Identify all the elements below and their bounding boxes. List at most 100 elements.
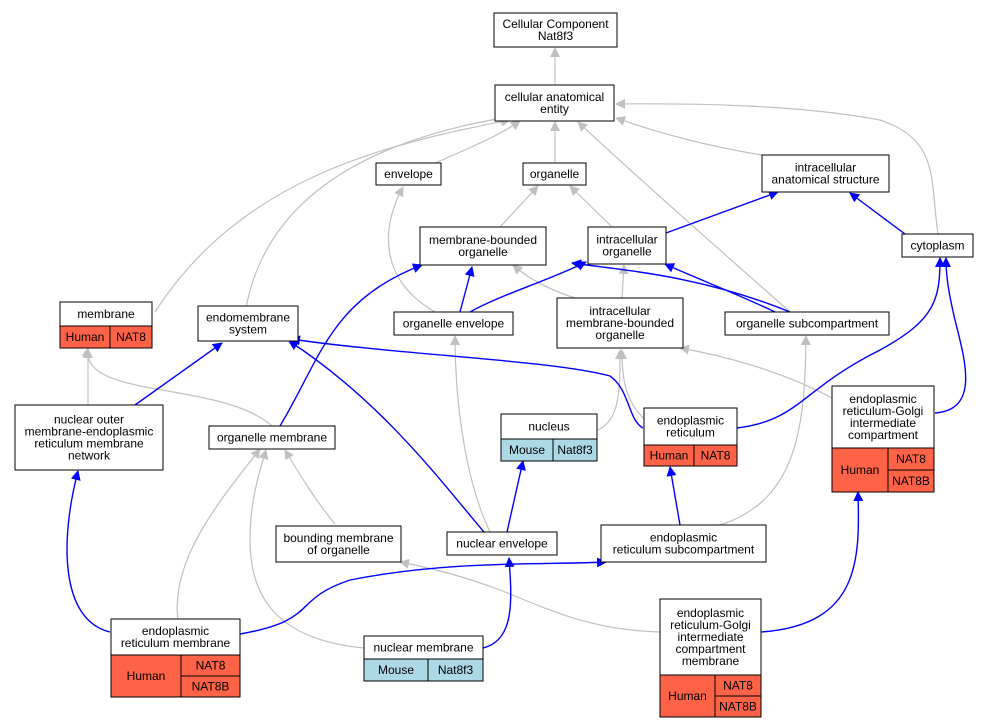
species-label: Human <box>841 463 880 477</box>
edge-ergic-to-imbo <box>679 344 833 399</box>
node-cytoplasm[interactable]: cytoplasm <box>901 233 974 258</box>
node-cytoplasm-label: cytoplasm <box>910 239 964 253</box>
node-nomer-label: nuclear outer <box>54 413 124 427</box>
gene-label: Nat8f3 <box>557 443 593 457</box>
node-nenv-label: nuclear envelope <box>456 537 548 551</box>
node-membrane-label: membrane <box>77 307 135 321</box>
species-label: Human <box>127 669 166 683</box>
node-osub[interactable]: organelle subcompartment <box>724 311 890 336</box>
node-oenv-box <box>393 311 514 336</box>
edge-nenv-to-oenv <box>450 335 491 533</box>
node-omem[interactable]: organelle membrane <box>208 425 336 450</box>
edge-ersub-to-osub <box>719 335 811 526</box>
edge-cytoplasm-to-cae <box>615 98 939 235</box>
edge-endomem-to-cae <box>245 113 509 309</box>
gene-label: Nat8f3 <box>438 663 474 677</box>
node-ergicm-label: compartment <box>675 642 746 656</box>
node-oenv[interactable]: organelle envelope <box>393 311 514 336</box>
node-imbo-label: organelle <box>595 328 645 342</box>
node-root-label: Nat8f3 <box>538 29 574 43</box>
edge-ersub-to-er <box>666 466 681 526</box>
gene-label: NAT8 <box>116 330 146 344</box>
gene-label: NAT8 <box>723 679 753 693</box>
annotation-nmem-bg <box>363 658 484 682</box>
edge-osub-to-cae <box>577 121 791 313</box>
edge-envelope-to-cae <box>434 120 521 164</box>
node-root-box <box>493 12 618 48</box>
edge-erm-to-omem <box>176 448 261 621</box>
edges <box>66 47 967 649</box>
node-ergic[interactable]: endoplasmicreticulum-Golgiintermediateco… <box>831 385 935 493</box>
annotation-membrane-bg <box>59 325 153 349</box>
node-io-box <box>587 226 667 265</box>
edge-io-to-organelle <box>569 185 613 228</box>
node-organelle[interactable]: organelle <box>522 162 587 186</box>
edge-ergic-to-cytoplasm <box>934 257 967 414</box>
node-cae-label: cellular anatomical <box>505 90 604 104</box>
node-root-label: Cellular Component <box>502 17 609 31</box>
node-nomer-label: reticulum membrane <box>34 437 144 451</box>
edge-nmem-to-omem <box>249 449 365 649</box>
node-nmem-label: nuclear membrane <box>373 641 473 655</box>
node-nenv[interactable]: nuclear envelope <box>446 531 558 556</box>
gene-label: NAT8 <box>701 449 731 463</box>
edge-mbo-to-organelle <box>499 185 539 228</box>
node-ergic-label: reticulum-Golgi <box>843 404 924 418</box>
node-cytoplasm-box <box>901 233 974 258</box>
node-cae-box <box>494 84 615 122</box>
edge-ergicm-to-ergic <box>760 491 864 633</box>
node-nomer[interactable]: nuclear outermembrane-endoplasmicreticul… <box>14 404 164 471</box>
node-mbo-label: membrane-bounded <box>429 233 537 247</box>
node-envelope-label: envelope <box>384 167 433 181</box>
node-ergicm-label: membrane <box>682 654 740 668</box>
node-ias-label: anatomical structure <box>771 173 879 187</box>
edge-nucleus-to-imbo <box>597 349 625 431</box>
node-imbo-label: membrane-bounded <box>566 316 674 330</box>
node-osub-box <box>724 311 890 336</box>
species-label: Human <box>668 689 707 703</box>
node-imbo-label: intracellular <box>589 304 650 318</box>
annotation-nucleus: Mouse Nat8f3 <box>500 438 598 462</box>
node-erm-label: endoplasmic <box>142 624 209 638</box>
annotation-nucleus-bg <box>500 438 598 462</box>
node-imbo-box <box>556 297 684 349</box>
node-erm-label: reticulum membrane <box>121 636 231 650</box>
gene-label: NAT8B <box>192 680 230 694</box>
node-ias-label: intracellular <box>795 161 856 175</box>
species-label: Mouse <box>509 443 545 457</box>
node-organelle-label: organelle <box>530 167 580 181</box>
node-mbo-box <box>419 226 547 266</box>
node-ergicm[interactable]: endoplasmicreticulum-Golgiintermediateco… <box>659 598 762 718</box>
node-mbo-label: organelle <box>458 245 508 259</box>
species-label: Human <box>650 449 689 463</box>
node-nenv-box <box>446 531 558 556</box>
node-envelope[interactable]: envelope <box>375 162 442 186</box>
edge-bmo-to-omem <box>284 449 336 525</box>
edge-ergicm-to-bmo <box>399 558 661 633</box>
node-er-label: endoplasmic <box>657 414 724 428</box>
node-bmo-label: bounding membrane <box>283 531 393 545</box>
edge-osub-to-io <box>664 263 776 313</box>
edge-cytoplasm-to-ias <box>849 192 906 235</box>
node-ias-box <box>761 154 890 193</box>
node-endomem-label: endomembrane <box>206 311 290 325</box>
edge-erm-to-ersub <box>239 557 607 635</box>
node-ersub-label: reticulum subcompartment <box>613 543 755 557</box>
